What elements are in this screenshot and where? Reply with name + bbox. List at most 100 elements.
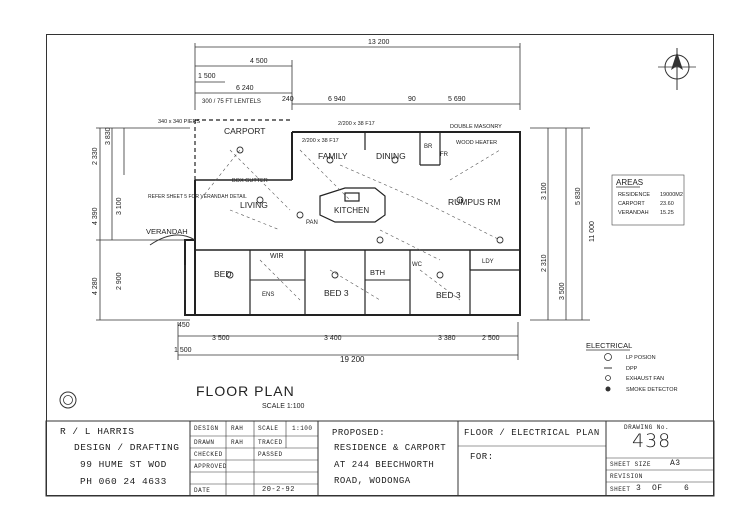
- designer-phone: PH 060 24 4633: [80, 476, 167, 487]
- room-verandah: VERANDAH: [146, 227, 188, 236]
- light-point-icon: [604, 353, 612, 361]
- drawing-no-label: DRAWING No.: [624, 424, 670, 431]
- dim-top-overall: 13 200: [368, 39, 390, 46]
- passed-label: PASSED: [258, 451, 283, 458]
- electrical-wiring: [199, 149, 501, 301]
- room-wc: WC: [412, 262, 423, 268]
- dim-4500: 4 500: [250, 58, 268, 65]
- sheet-total: 6: [684, 484, 690, 493]
- designer-name: R / L HARRIS: [60, 426, 135, 437]
- note-beam-2: 2/200 x 38 F17: [302, 138, 339, 144]
- sheet-size-label: SHEET SIZE: [610, 461, 652, 468]
- note-wood-heater: WOOD HEATER: [456, 140, 497, 146]
- dim-r3500: 3 500: [559, 282, 566, 300]
- checked-label: CHECKED: [194, 451, 223, 458]
- dim-b3400: 3 400: [324, 335, 342, 342]
- areas-row-value: 15.25: [660, 210, 674, 216]
- date-value: 20-2-92: [262, 486, 295, 494]
- areas-box: [611, 174, 685, 226]
- room-ldy: LDY: [482, 259, 494, 265]
- room-ens: ENS: [262, 292, 274, 298]
- sheet-label: SHEET: [610, 486, 631, 493]
- areas-heading: AREAS: [616, 178, 643, 187]
- note-double-masonry: DOUBLE MASONRY: [450, 124, 502, 130]
- note-lintels: 300 / 75 FT LENTELS: [202, 99, 261, 105]
- designer-role: DESIGN / DRAFTING: [74, 442, 180, 453]
- electrical-item: LP POSION: [626, 355, 656, 361]
- dim-l4280: 4 280: [92, 277, 99, 295]
- revision-label: REVISION: [610, 473, 643, 480]
- sheet-title: FLOOR / ELECTRICAL PLAN: [464, 428, 600, 438]
- project-line-2: AT 244 BEECHWORTH: [334, 460, 435, 470]
- dim-l3100: 3 100: [116, 197, 123, 215]
- room-bth: BTH: [370, 268, 385, 277]
- dim-l2330: 2 330: [92, 147, 99, 165]
- smoke-detector-icon: [605, 386, 611, 392]
- dim-b3500: 3 500: [212, 335, 230, 342]
- proposed-label: PROPOSED:: [332, 428, 386, 438]
- room-kitchen: KITCHEN: [334, 206, 369, 215]
- room-bed-3b: BED 3: [436, 290, 461, 300]
- verandah-curve: [149, 234, 196, 246]
- dim-1500: 1 500: [198, 73, 216, 80]
- kitchen-island: [319, 187, 386, 223]
- project-line-3: ROAD, WODONGA: [334, 476, 411, 486]
- areas-row-value: 23.60: [660, 201, 674, 207]
- dim-6940: 6 940: [328, 96, 346, 103]
- dim-240a: 240: [282, 96, 294, 103]
- areas-row-label: CARPORT: [618, 201, 645, 207]
- building-walls: [184, 119, 521, 316]
- dim-r3100: 3 100: [541, 182, 548, 200]
- scale-label: SCALE: [258, 425, 279, 432]
- areas-row-value: 19000M2: [660, 192, 683, 198]
- electrical-item: DPP: [626, 366, 638, 372]
- title-block-grid: [45, 420, 715, 497]
- electrical-item: EXHAUST FAN: [626, 376, 664, 382]
- drawn-label: DRAWN: [194, 439, 215, 446]
- design-label: DESIGN: [194, 425, 219, 432]
- dim-b1500: 1 500: [174, 347, 192, 354]
- dimension-lines: [96, 43, 590, 360]
- dim-l3830: 3 830: [105, 127, 112, 145]
- room-bed-1: BED: [214, 269, 231, 279]
- light-points: [226, 146, 504, 279]
- dim-l2900: 2 900: [116, 272, 123, 290]
- areas-row-label: RESIDENCE: [618, 192, 650, 198]
- room-pan: PAN: [306, 220, 318, 226]
- sheet-of: OF: [652, 484, 663, 493]
- design-value: RAH: [231, 425, 244, 432]
- scale-value: 1:100: [292, 425, 313, 432]
- dim-bottom-overall: 19 200: [340, 355, 365, 364]
- project-line-1: RESIDENCE & CARPORT: [334, 443, 447, 453]
- room-bed-3a: BED 3: [324, 288, 349, 298]
- dim-6240: 6 240: [236, 85, 254, 92]
- dim-90a: 90: [408, 96, 416, 103]
- note-beam-1: 2/200 x 38 F17: [338, 121, 375, 127]
- room-wir: WIR: [270, 253, 284, 260]
- dim-b2500: 2 500: [482, 335, 500, 342]
- areas-row-label: VERANDAH: [618, 210, 649, 216]
- dim-r11000: 11 000: [589, 221, 596, 242]
- drawn-value: RAH: [231, 439, 244, 446]
- room-rumpus: RUMPUS RM: [448, 197, 500, 207]
- note-piers: 340 x 340 PIERS: [158, 119, 201, 125]
- dim-l4390: 4 390: [92, 207, 99, 225]
- room-fr: FR: [440, 152, 449, 158]
- note-verandah-detail: REFER SHEET 5 FOR VERANDAH DETAIL: [148, 194, 247, 200]
- sheet-size-value: A3: [670, 459, 681, 468]
- dim-b3380: 3 380: [438, 335, 456, 342]
- for-label: FOR:: [470, 452, 494, 462]
- drawing-number: 438: [632, 430, 672, 452]
- room-carport: CARPORT: [224, 126, 265, 136]
- traced-label: TRACED: [258, 439, 283, 446]
- date-label: DATE: [194, 487, 211, 494]
- sheet-number: 3: [636, 484, 642, 493]
- note-box-gutter: BOX GUTTER: [232, 178, 268, 184]
- dim-r2310: 2 310: [541, 254, 548, 272]
- plan-scale: SCALE 1:100: [262, 403, 305, 410]
- room-family: FAMILY: [318, 151, 348, 161]
- dim-r5830: 5 830: [575, 187, 582, 205]
- north-arrow-icon: [658, 48, 696, 90]
- electrical-heading: ELECTRICAL: [586, 341, 632, 350]
- plan-title: FLOOR PLAN: [196, 383, 295, 399]
